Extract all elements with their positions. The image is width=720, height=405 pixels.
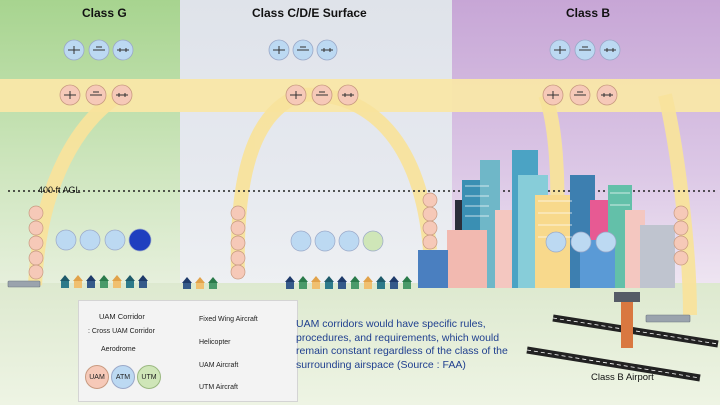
- agl-label: 400 ft AGL: [38, 185, 81, 195]
- class-cde-title: Class C/D/E Surface: [252, 6, 367, 20]
- class-b-title: Class B: [566, 6, 611, 20]
- class-g-title: Class G: [82, 6, 127, 20]
- legend-atm-circle: ATM: [111, 365, 135, 389]
- legend-uam-circle: UAM: [85, 365, 109, 389]
- top-aircraft-circles: [63, 39, 621, 61]
- legend-fixed-wing: Fixed Wing Aircraft: [199, 316, 258, 323]
- legend-aerodrome: Aerodrome: [101, 346, 136, 353]
- aircraft-glyphs: [64, 46, 616, 99]
- corridor-arc-cde: [230, 87, 437, 276]
- houses: [60, 275, 412, 289]
- legend-uam-aircraft: UAM Aircraft: [199, 362, 239, 369]
- legend-panel: UAM Corridor : Cross UAM Corridor Aerodr…: [78, 300, 298, 402]
- descending-uam-circles: [28, 192, 689, 280]
- corridor-arc-b2: [658, 93, 697, 316]
- legend-uam-corridor: UAM Corridor: [99, 312, 145, 321]
- caption-text: UAM corridors would have specific rules,…: [296, 318, 508, 371]
- low-altitude-circles: [55, 228, 617, 253]
- legend-cross-uam-corridor: : Cross UAM Corridor: [88, 328, 155, 335]
- airport-runways: [526, 292, 719, 382]
- aerodromes: [7, 280, 691, 323]
- legend-helicopter: Helicopter: [199, 339, 231, 346]
- legend-utm-circle: UTM: [137, 365, 161, 389]
- airport-label: Class B Airport: [591, 372, 654, 383]
- city-skyline: [418, 150, 675, 288]
- legend-utm-aircraft: UTM Aircraft: [199, 384, 238, 391]
